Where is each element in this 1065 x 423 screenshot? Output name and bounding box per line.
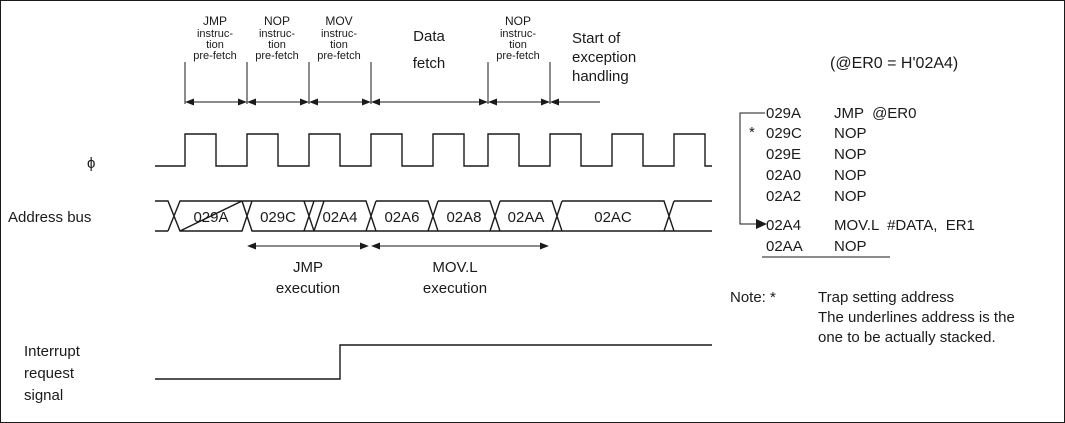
- bus-values: 029A 029C 02A4 02A6 02A8 02AA 02AC: [193, 209, 631, 226]
- phase-label-mov-prefetch: MOV instruc- tion pre-fetch: [317, 14, 360, 62]
- phase-5-line-1: exception: [572, 49, 636, 66]
- phase-1-line-3: pre-fetch: [255, 50, 298, 62]
- clock-signal-label: ϕ: [87, 155, 95, 172]
- clock-waveform: [155, 133, 712, 167]
- jump-bracket: [739, 112, 765, 225]
- phase-1-line-2: tion: [268, 39, 286, 51]
- interrupt-label-1: request: [24, 365, 75, 382]
- phase-4-line-0: NOP: [505, 14, 531, 28]
- phase-label-nop-prefetch-2: NOP instruc- tion pre-fetch: [496, 14, 539, 62]
- note-line-2: one to be actually stacked.: [818, 329, 996, 346]
- phase-0-line-0: JMP: [203, 14, 227, 28]
- interrupt-label-2: signal: [24, 387, 63, 404]
- phase-boundaries: [184, 62, 551, 104]
- interrupt-label-0: Interrupt: [24, 343, 81, 360]
- listing-instr-0: JMP @ER0: [834, 105, 916, 122]
- program-listing: * 029A JMP @ER0 029C NOP 029E NOP 02A0 N…: [749, 105, 975, 258]
- listing-instr-4: NOP: [834, 188, 867, 205]
- phase-0-line-2: tion: [206, 39, 224, 51]
- phase-4-line-1: instruc-: [500, 28, 536, 40]
- note: Note: * Trap setting address The underli…: [730, 289, 1015, 346]
- phase-4-line-2: tion: [509, 39, 527, 51]
- listing-addr-3: 02A0: [766, 167, 801, 184]
- phase-label-nop-prefetch: NOP instruc- tion pre-fetch: [255, 14, 298, 62]
- listing-instr-2: NOP: [834, 146, 867, 163]
- jump-bracket-arrowhead: [756, 219, 767, 229]
- phase-3-line-1: fetch: [413, 55, 446, 72]
- note-prefix: Note: *: [730, 289, 776, 306]
- phase-labels: JMP instruc- tion pre-fetch NOP instruc-…: [193, 14, 636, 85]
- phase-2-line-1: instruc-: [321, 28, 357, 40]
- phase-5-line-0: Start of: [572, 30, 621, 47]
- bus-value-4: 02A8: [446, 209, 481, 226]
- listing-addr-4: 02A2: [766, 188, 801, 205]
- phase-2-line-2: tion: [330, 39, 348, 51]
- jmp-execution-label-1: execution: [276, 280, 340, 297]
- phase-0-line-1: instruc-: [197, 28, 233, 40]
- address-bus-label: Address bus: [8, 209, 91, 226]
- phase-label-jmp-prefetch: JMP instruc- tion pre-fetch: [193, 14, 236, 62]
- listing-addr-2: 029E: [766, 146, 801, 163]
- note-line-0: Trap setting address: [818, 289, 954, 306]
- bus-value-2: 02A4: [322, 209, 357, 226]
- jmp-execution-label-0: JMP: [293, 259, 323, 276]
- bus-value-5: 02AA: [508, 209, 545, 226]
- listing-addr-1: 029C: [766, 125, 802, 142]
- phase-0-line-3: pre-fetch: [193, 50, 236, 62]
- bus-value-6: 02AC: [594, 209, 632, 226]
- movl-execution-label-0: MOV.L: [432, 259, 477, 276]
- listing-instr-5: MOV.L #DATA, ER1: [834, 217, 975, 234]
- phase-label-exception-start: Start of exception handling: [572, 30, 636, 85]
- condition-label: (@ER0 = H'02A4): [830, 55, 958, 72]
- listing-instr-1: NOP: [834, 125, 867, 142]
- listing-addr-6: 02AA: [766, 238, 803, 255]
- interrupt-waveform: [155, 344, 712, 380]
- phase-1-line-1: instruc-: [259, 28, 295, 40]
- bus-value-1: 029C: [260, 209, 296, 226]
- listing-addr-0: 029A: [766, 105, 801, 122]
- listing-addr-5: 02A4: [766, 217, 801, 234]
- listing-instr-6: NOP: [834, 238, 867, 255]
- note-line-1: The underlines address is the: [818, 309, 1015, 326]
- address-bus-waveform: [155, 200, 712, 232]
- phase-4-line-3: pre-fetch: [496, 50, 539, 62]
- bus-value-3: 02A6: [384, 209, 419, 226]
- phase-5-line-2: handling: [572, 68, 629, 85]
- listing-instr-3: NOP: [834, 167, 867, 184]
- listing-marker-1: *: [749, 124, 755, 141]
- phase-1-line-0: NOP: [264, 14, 290, 28]
- phase-2-line-0: MOV: [325, 14, 352, 28]
- phase-label-data-fetch: Data fetch: [413, 28, 446, 72]
- phase-3-line-0: Data: [413, 28, 445, 45]
- movl-execution-label-1: execution: [423, 280, 487, 297]
- bus-value-0: 029A: [193, 209, 228, 226]
- phase-2-line-3: pre-fetch: [317, 50, 360, 62]
